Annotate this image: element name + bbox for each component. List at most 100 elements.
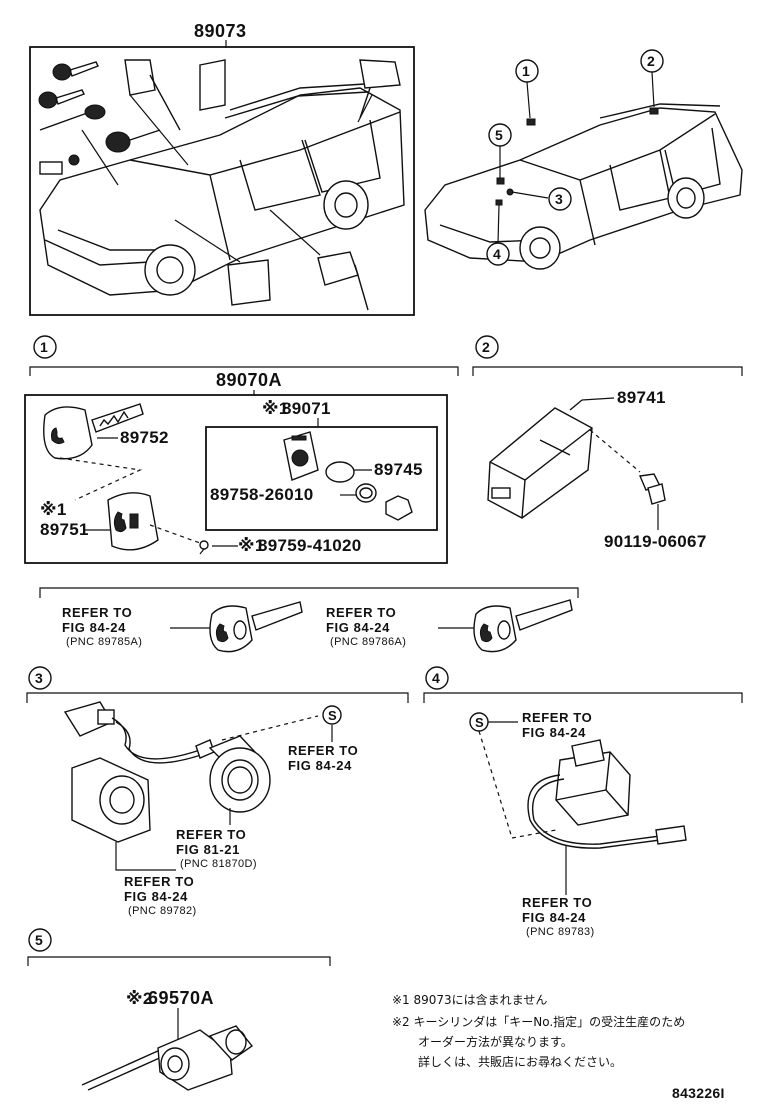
callout-5-circle xyxy=(488,123,512,147)
ignition-harness-illustration xyxy=(63,701,215,764)
figure-id: 843226I xyxy=(672,1085,725,1101)
section-3-dashed-leader xyxy=(221,715,319,741)
section-5-number: 5 xyxy=(35,932,43,948)
note-2-line1: ※2 キーシリンダは「キーNo.指定」の受注生産のため xyxy=(392,1014,685,1029)
receiver-illustration xyxy=(487,399,593,519)
section-3-s-symbol xyxy=(322,705,342,725)
callout-1-label: 1 xyxy=(522,63,530,79)
key-illustration xyxy=(43,403,144,460)
section-2-number: 2 xyxy=(482,339,490,355)
inner-assembly-part-number: 89071 xyxy=(282,399,331,418)
section-1: 1 89070A 89752 ※1 89751 ※1 8 xyxy=(24,335,459,564)
section-3-s-letter: S xyxy=(328,708,337,723)
harness-ref-pnc: (PNC 89783) xyxy=(526,926,595,938)
bolt-dashed-leader xyxy=(589,429,641,473)
door-lock-cylinder-illustration xyxy=(81,1025,254,1091)
section-3-number: 3 xyxy=(35,670,43,686)
section-5-mark: ※2 xyxy=(126,989,153,1008)
section-3-bracket xyxy=(26,692,409,703)
section-3-s-ref-line1: REFER TO xyxy=(288,743,358,758)
callout-markers: 1 2 3 4 5 xyxy=(486,49,664,266)
note-2-line3: 詳しくは、共販店にお尋ねください。 xyxy=(418,1054,622,1069)
key-right-illustration xyxy=(473,599,573,653)
assembly-part-89070A: 89070A xyxy=(216,370,282,390)
section-5-bracket xyxy=(27,956,331,966)
overview-car-illustration xyxy=(38,59,405,311)
callout-4-label: 4 xyxy=(493,246,501,262)
section-4-s-letter: S xyxy=(475,715,484,730)
section-1-frame xyxy=(24,394,448,564)
ring-ref-line2: FIG 81-21 xyxy=(176,842,240,857)
callout-1-circle xyxy=(515,59,539,83)
transmitter-illustration xyxy=(107,492,159,551)
section-3: 3 S REFER TO FIG 84-24 REFER TO FIG 81- xyxy=(26,666,409,917)
cylinder-leader xyxy=(115,842,176,871)
transmitter-mark: ※1 xyxy=(40,500,67,519)
callout-3-label: 3 xyxy=(555,191,563,207)
footnotes: ※1 89073には含まれません ※2 キーシリンダは「キーNo.指定」の受注生… xyxy=(392,992,685,1069)
callout-2-circle xyxy=(640,49,664,73)
key-right-ref-line1: REFER TO xyxy=(326,605,396,620)
door-lock-cylinder-part-number: 69570A xyxy=(148,988,214,1008)
section-2: 2 89741 90119-06067 xyxy=(472,335,743,551)
cyl-ref-line2: FIG 84-24 xyxy=(124,889,188,904)
section-3-circle xyxy=(28,666,52,690)
key-left-ref-pnc: (PNC 89785A) xyxy=(66,636,142,648)
cyl-ref-pnc: (PNC 89782) xyxy=(128,905,197,917)
section-4-bracket xyxy=(423,692,743,703)
keys-row-bracket xyxy=(39,587,579,598)
ring-ref-line1: REFER TO xyxy=(176,827,246,842)
callout-5-label: 5 xyxy=(495,127,503,143)
note-1: ※1 89073には含まれません xyxy=(392,992,547,1007)
receiver-part-number: 89741 xyxy=(617,388,666,407)
section-1-circle xyxy=(33,335,57,359)
screw-illustration xyxy=(199,540,209,555)
key-part-number: 89752 xyxy=(120,428,169,447)
section-4-dashed-leader xyxy=(478,730,557,839)
key-dashed-leader xyxy=(59,457,143,501)
key-right-ref-pnc: (PNC 89786A) xyxy=(330,636,406,648)
cyl-ref-line1: REFER TO xyxy=(124,874,194,889)
section-5-circle xyxy=(28,928,52,952)
callout-2-label: 2 xyxy=(647,53,655,69)
key-left-ref-line2: FIG 84-24 xyxy=(62,620,126,635)
overview-part-number: 89073 xyxy=(194,21,247,41)
section-4-circle xyxy=(425,666,449,690)
section-1-number: 1 xyxy=(40,339,48,355)
lamp-ring-illustration xyxy=(208,735,271,813)
callout-3-circle xyxy=(548,187,572,211)
key-left-illustration xyxy=(209,601,303,653)
section-2-circle xyxy=(475,335,499,359)
key-left-ref-line1: REFER TO xyxy=(62,605,132,620)
case-illustration xyxy=(355,483,413,521)
note-2-line2: オーダー方法が異なります。 xyxy=(418,1034,573,1049)
section-4-s-ref-line1: REFER TO xyxy=(522,710,592,725)
section-5: 5 ※2 69570A xyxy=(27,928,331,1091)
section-4-number: 4 xyxy=(432,670,440,686)
key-right-ref-line2: FIG 84-24 xyxy=(326,620,390,635)
case-part-number: 89758-26010 xyxy=(210,485,314,504)
harness-ref-line2: FIG 84-24 xyxy=(522,910,586,925)
section-4: 4 S REFER TO FIG 84-24 REFER TO FIG 84-2… xyxy=(423,666,743,938)
section-4-s-ref-line2: FIG 84-24 xyxy=(522,725,586,740)
callout-4-circle xyxy=(486,242,510,266)
circuit-board-illustration xyxy=(283,431,319,481)
section-2-bracket xyxy=(472,366,743,376)
ring-ref-pnc: (PNC 81870D) xyxy=(180,858,257,870)
callout-car-illustration xyxy=(424,103,743,270)
overview-frame xyxy=(29,46,415,316)
section-1-bracket xyxy=(29,366,459,376)
bolt-part-number: 90119-06067 xyxy=(604,532,707,551)
inner-assembly-mark: ※1 xyxy=(262,399,289,418)
screw-part-number: 89759-41020 xyxy=(258,536,362,555)
harness-ref-line1: REFER TO xyxy=(522,895,592,910)
section-3-s-ref-line2: FIG 84-24 xyxy=(288,758,352,773)
battery-part-number: 89745 xyxy=(374,460,423,479)
inner-assembly-frame xyxy=(205,426,438,531)
keys-row: REFER TO FIG 84-24 (PNC 89785A) REFER TO… xyxy=(39,587,579,653)
battery-illustration xyxy=(325,461,355,483)
transmitter-part-number: 89751 xyxy=(40,520,89,539)
key-unlock-switch-illustration xyxy=(527,739,687,849)
screw-dashed-leader xyxy=(149,524,201,544)
